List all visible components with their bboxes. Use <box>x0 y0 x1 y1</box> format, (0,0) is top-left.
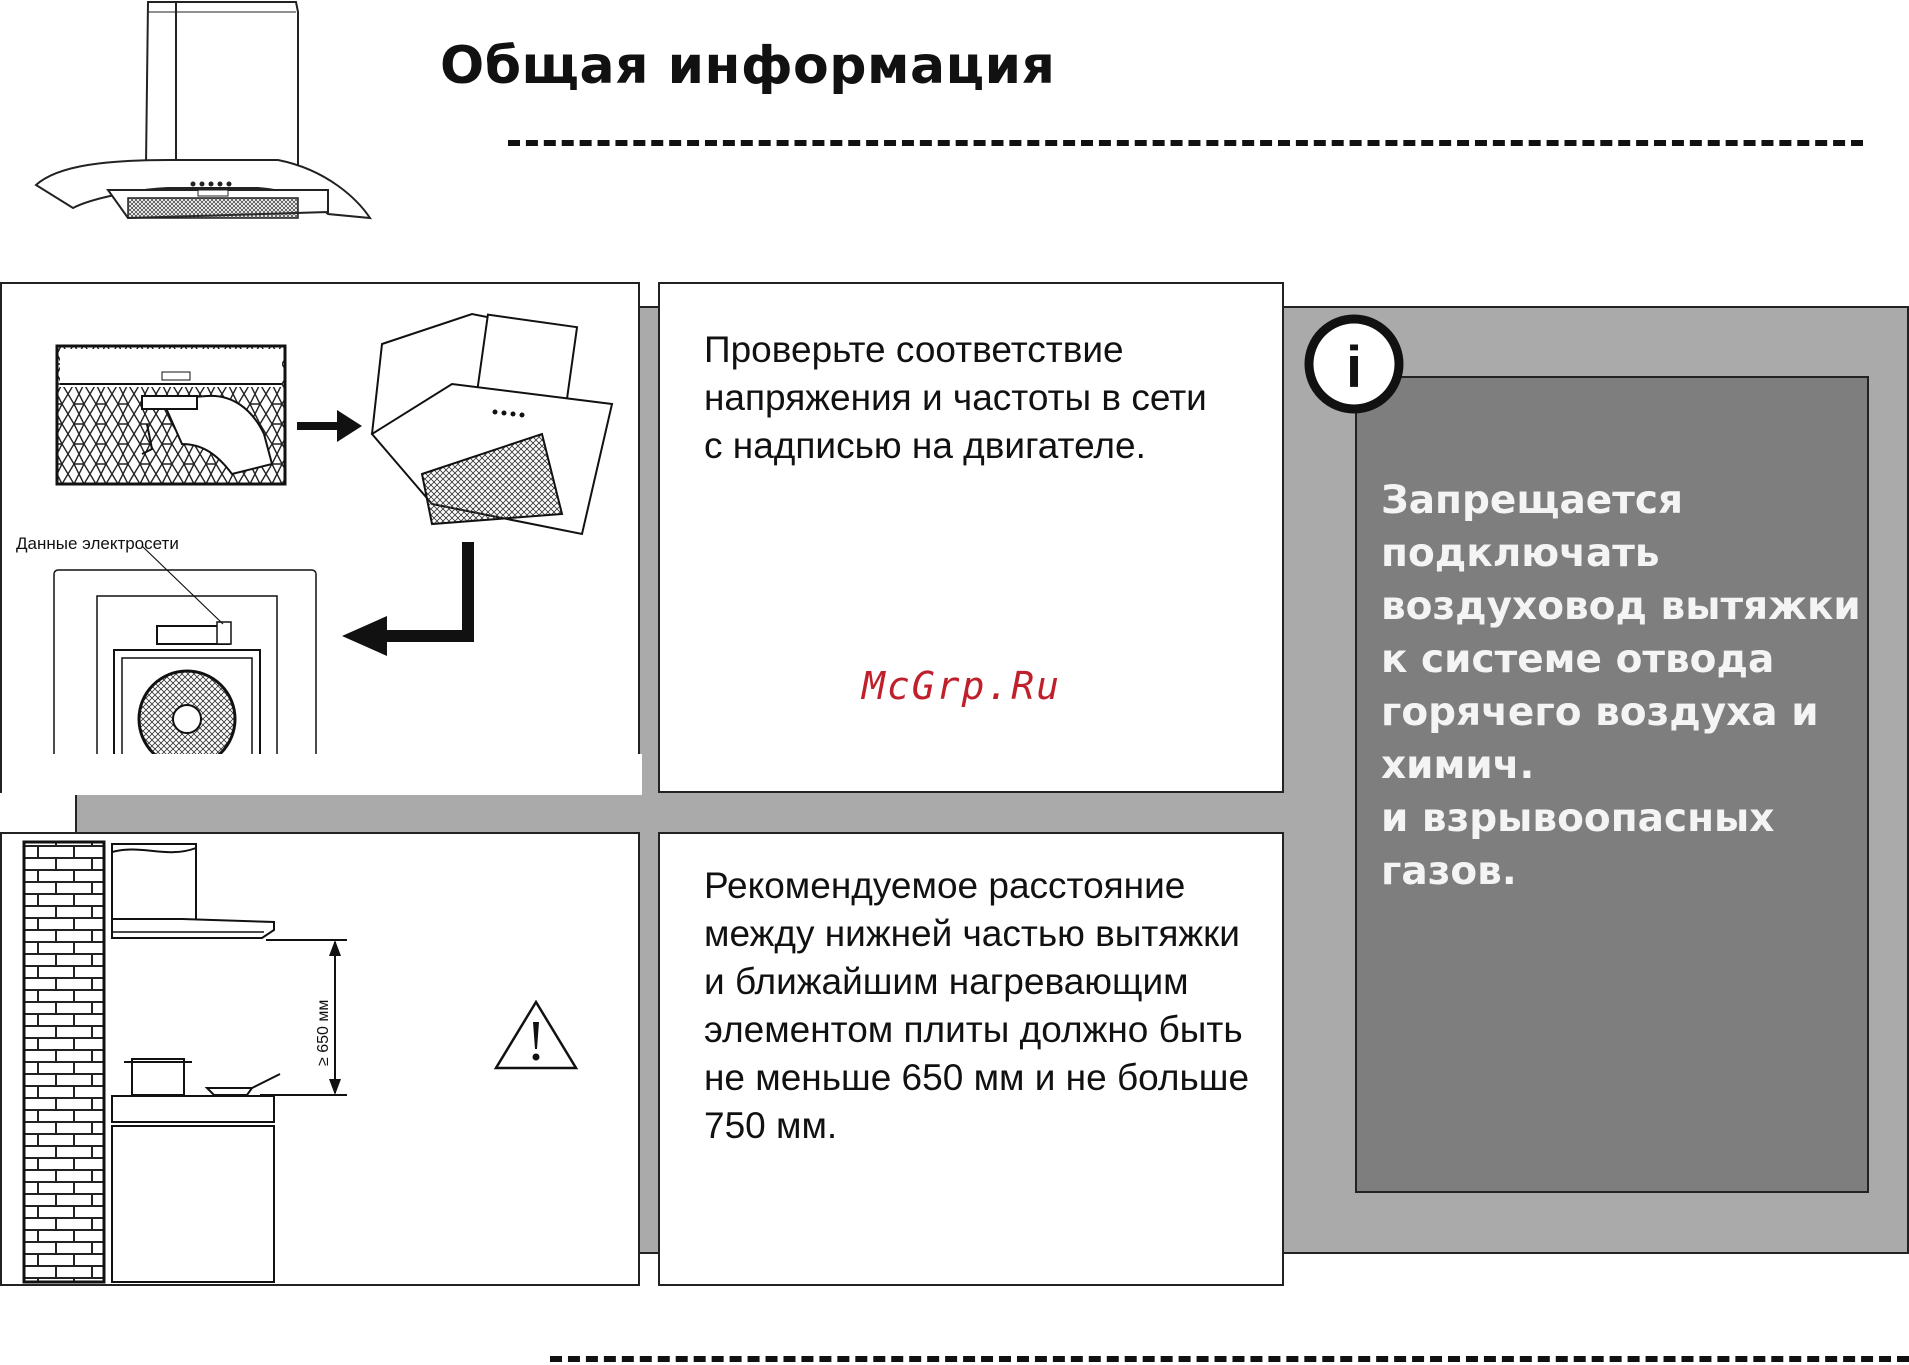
voltage-check-text: Проверьте соответствие напряжения и част… <box>704 329 1207 466</box>
mounting-height-diagram: ≥ 650 мм <box>22 840 579 1284</box>
divider-top <box>508 140 1863 146</box>
watermark: McGrp.Ru <box>862 664 1062 708</box>
distance-panel: Рекомендуемое расстояние между нижней ча… <box>658 832 1284 1286</box>
warning-text: Запрещается подключать воздуховод вытяжк… <box>1381 478 1861 894</box>
voltage-check-panel: Проверьте соответствие напряжения и част… <box>658 282 1284 793</box>
mounting-height-figure: ≥ 650 мм <box>0 832 640 1286</box>
power-data-label: Данные электросети <box>16 534 179 553</box>
filter-removal-figure: Данные электросети <box>0 282 642 1051</box>
caution-triangle-icon <box>493 999 579 1070</box>
info-icon: i <box>1304 314 1404 414</box>
range-hood-illustration <box>34 0 372 220</box>
warning-panel: Запрещается подключать воздуховод вытяжк… <box>1355 376 1869 1193</box>
svg-text:i: i <box>1346 335 1362 400</box>
distance-text: Рекомендуемое расстояние между нижней ча… <box>704 865 1250 1146</box>
dimension-label: ≥ 650 мм <box>315 1000 332 1066</box>
divider-bottom <box>550 1356 1909 1362</box>
page-title: Общая информация <box>440 36 1056 96</box>
